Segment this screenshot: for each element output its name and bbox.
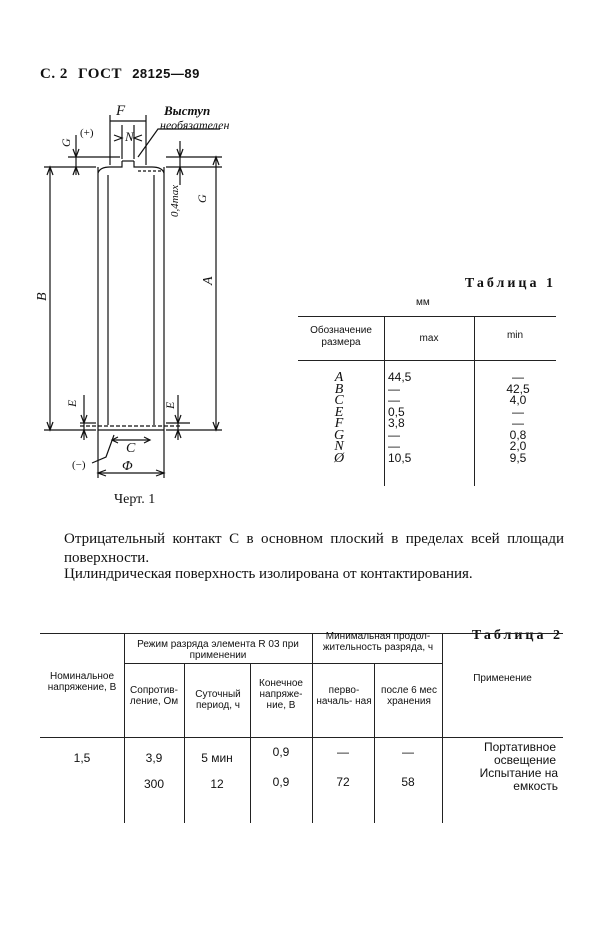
page-header: С. 2 ГОСТ 28125—89 [40, 66, 200, 83]
table2-top-rule [40, 633, 563, 634]
table-cell: 0,8 [509, 427, 527, 442]
table1-col-names: A B C E F G N Ø [298, 370, 380, 466]
table-cell: 2,0 [509, 439, 527, 453]
table2-header-after6: после 6 мес хранения [381, 685, 437, 707]
table-cell: — [402, 745, 414, 759]
table2-col-divider [124, 633, 125, 823]
table-cell: — [388, 427, 400, 442]
table2-header-application: Применение [473, 673, 532, 684]
dim-E-right: E [163, 401, 177, 410]
table-cell: — [388, 393, 400, 407]
table-cell: 9,5 [509, 450, 527, 465]
dim-N: N [124, 129, 135, 144]
table1-col-min: — 42,5 4,0 — — 0,8 2,0 9,5 [488, 370, 548, 465]
gost-number: 28125—89 [132, 66, 200, 81]
table-cell: — [512, 404, 524, 419]
table1-col-divider-1 [384, 316, 385, 486]
table2-header-rule [40, 737, 563, 738]
table-cell: — [388, 381, 400, 396]
table2-header-discharge-mode: Режим разряда элемента R 03 при применен… [137, 639, 299, 661]
table2-header-end-voltage: Конечное напряже- ние, В [259, 678, 303, 711]
minus-terminal: (−) [72, 459, 86, 471]
dim-phi: Φ [122, 459, 133, 474]
battery-drawing: F N (+) Выступ необязателен G 0,4max G B… [35, 103, 230, 478]
table1-top-rule [298, 316, 556, 317]
table2: Номинальное напряжение, В Режим разряда … [40, 631, 563, 823]
dim-F: F [115, 103, 126, 119]
page-number: С. 2 [40, 66, 68, 82]
table2-header-voltage: Номинальное напряжение, В [47, 671, 117, 693]
table-cell: 300 [143, 777, 165, 791]
table-cell: 0,9 [272, 775, 290, 789]
table-cell: — [388, 439, 400, 453]
table2-col-divider [184, 663, 185, 823]
table2-col-divider [312, 633, 313, 823]
table2-header-resistance: Сопротив- ление, Ом [129, 685, 179, 707]
table-cell: B [334, 381, 344, 397]
table1-col-max: 44,5 — — 0,5 3,8 — — 10,5 [388, 370, 448, 465]
paragraph-cylindrical-surface: Цилиндрическая поверхность изолирована о… [64, 566, 473, 582]
table2-col-divider [250, 663, 251, 823]
table-cell: — [337, 745, 349, 759]
table-cell: 3,8 [388, 416, 405, 430]
callout-line1: Выступ [163, 103, 210, 118]
table1-header-max: max [419, 333, 439, 344]
figure-caption: Черт. 1 [114, 492, 156, 507]
table2-group-rule [124, 663, 442, 664]
table1-col-divider-2 [474, 316, 475, 486]
table2-col-divider [442, 633, 443, 823]
table-cell: 12 [210, 777, 224, 791]
table-cell: N [334, 439, 344, 454]
table1-header-min: min [506, 330, 524, 341]
table1-header-designation: Обозначение размера [310, 325, 372, 348]
table-cell: Ø [333, 450, 345, 466]
table-cell: G [333, 427, 345, 443]
table1: Обозначение размера max min A B C E F G … [298, 316, 556, 486]
table-cell: 58 [401, 775, 415, 789]
table1-unit: мм [416, 297, 430, 308]
table-cell: 0,5 [388, 404, 405, 419]
table-cell: 5 мин [201, 751, 233, 765]
callout-line2: необязателен [160, 118, 230, 132]
table-cell: E [334, 404, 344, 420]
table-cell: 10,5 [388, 450, 412, 465]
table-cell: — [512, 370, 524, 384]
table2-col-divider [374, 663, 375, 823]
gost-label: ГОСТ [78, 66, 122, 82]
table-cell: Портативное освещение [483, 740, 556, 767]
plus-terminal: (+) [80, 127, 94, 139]
dim-G-left: G [59, 138, 73, 147]
table-cell: 1,5 [73, 751, 91, 765]
table2-header-initial: перво- началь- ная [316, 685, 372, 707]
table1-title: Таблица 1 [464, 276, 556, 291]
table-cell: 42,5 [506, 381, 530, 396]
dim-E-left: E [65, 399, 79, 408]
table-cell: 4,0 [509, 393, 527, 407]
dim-B: B [35, 292, 50, 301]
paragraph-negative-contact: Отрицательный контакт C в основном плоск… [64, 531, 564, 566]
table-cell: Испытание на емкость [479, 766, 558, 793]
dim-A: A [201, 276, 216, 286]
table-cell: 3,9 [145, 751, 163, 765]
table-cell: C [334, 393, 344, 408]
table1-header-rule [298, 360, 556, 361]
table-cell: 0,9 [272, 745, 290, 759]
table-cell: 72 [336, 775, 350, 789]
table2-header-daily-period: Суточный период, ч [195, 689, 241, 711]
table2-title: Таблица 2 [471, 628, 563, 643]
dim-G-right: G [195, 194, 209, 203]
table-cell: A [334, 370, 344, 385]
table2-header-min-duration: Минимальная продол- жительность разряда,… [322, 631, 434, 653]
table-cell: F [334, 416, 344, 431]
dim-04max: 0,4max [169, 185, 181, 217]
table-cell: — [512, 416, 524, 430]
table-cell: 44,5 [388, 370, 412, 384]
dim-C: C [126, 441, 136, 456]
